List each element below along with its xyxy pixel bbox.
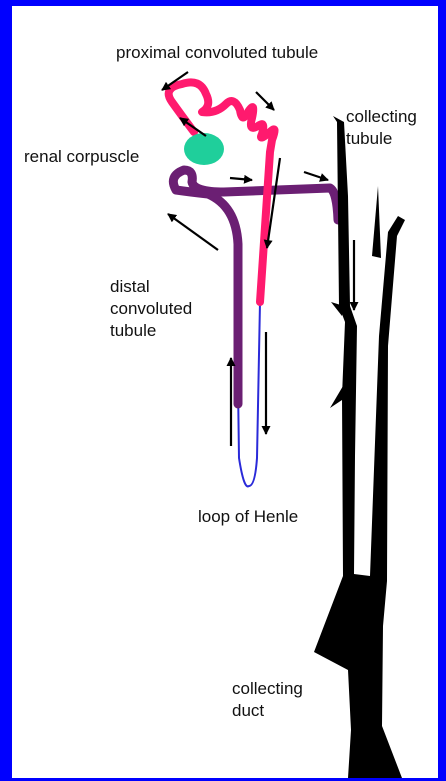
label-proximal-convoluted-tubule: proximal convoluted tubule: [116, 42, 318, 64]
label-collecting-duct: collecting duct: [232, 678, 303, 722]
label-loop-of-henle: loop of Henle: [198, 506, 298, 528]
distal-convoluted-tubule: [173, 170, 338, 404]
arrow-dct-out: [168, 214, 218, 250]
label-distal-convoluted-tubule: distal convoluted tubule: [110, 276, 192, 342]
label-collecting-tubule: collecting tubule: [346, 106, 417, 150]
arrow-pct-out: [256, 92, 274, 110]
arrow-to-collecting: [304, 172, 328, 180]
collecting-system: [314, 116, 405, 778]
label-renal-corpuscle: renal corpuscle: [24, 146, 139, 168]
arrow-dct-bridge: [230, 178, 252, 180]
diagram-frame: proximal convoluted tubule collecting tu…: [12, 6, 438, 778]
renal-corpuscle: [184, 133, 224, 165]
